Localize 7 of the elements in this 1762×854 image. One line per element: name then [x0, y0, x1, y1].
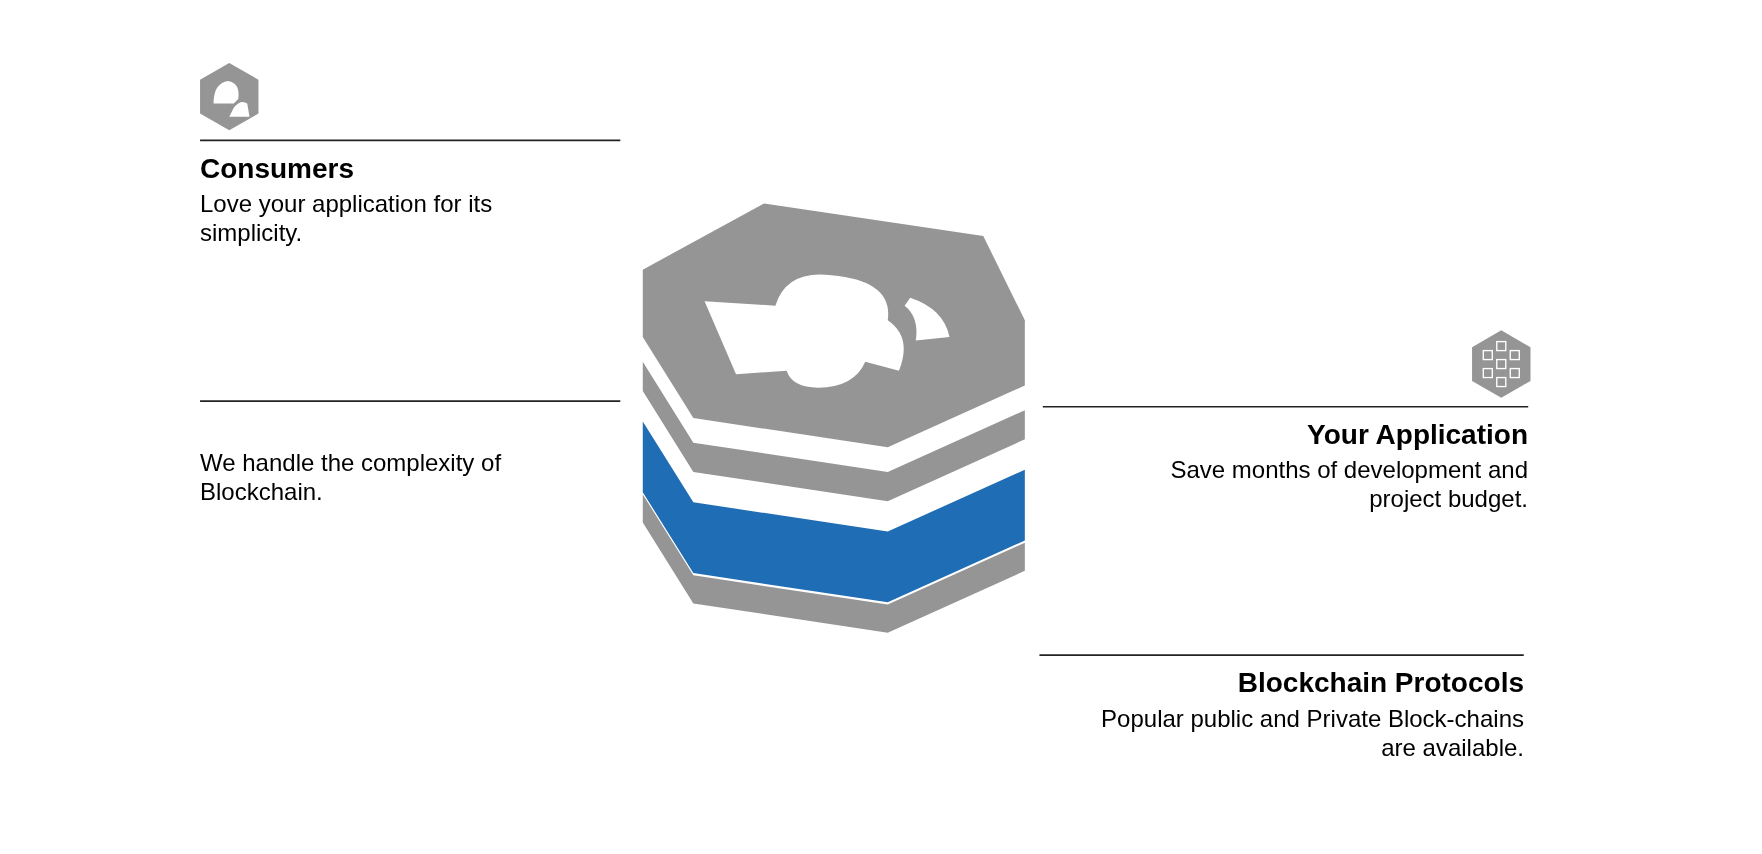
description-text: We handle the complexity of Blockchain. — [200, 449, 503, 507]
description-text: Save months of development and project budget. — [1169, 456, 1528, 514]
description-text: Popular public and Private Block-chains are available. — [1100, 705, 1524, 763]
section-heading: Consumers — [200, 152, 356, 186]
section-heading: Blockchain Protocols — [1236, 666, 1524, 700]
section-heading: Your Application — [1306, 418, 1528, 452]
description-text: Love your application for its simplicity. — [200, 190, 494, 248]
